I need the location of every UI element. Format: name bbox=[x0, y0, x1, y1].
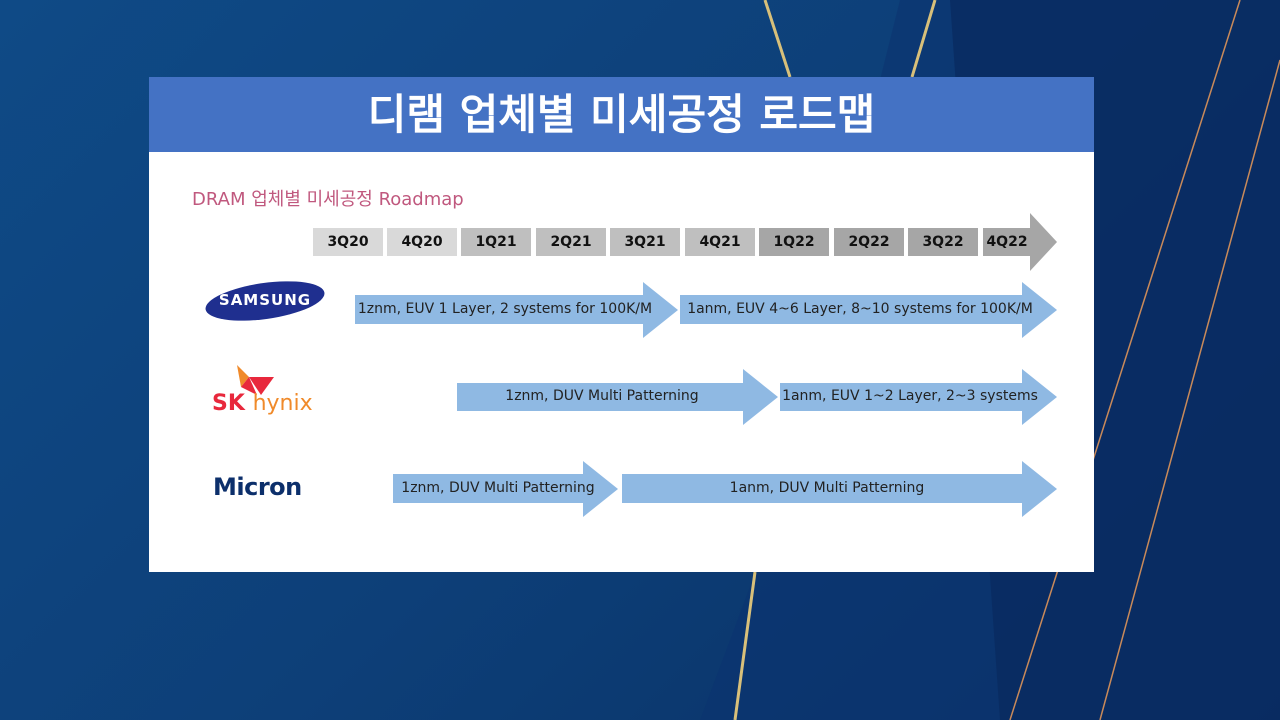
skhynix-phase-1-label: 1znm, DUV Multi Patterning bbox=[505, 388, 699, 404]
samsung-phase-2-label: 1anm, EUV 4~6 Layer, 8~10 systems for 10… bbox=[687, 301, 1033, 317]
hynix-text: hynix bbox=[252, 391, 313, 416]
quarter-3q22: 3Q22 bbox=[908, 228, 978, 256]
quarter-3q21: 3Q21 bbox=[610, 228, 680, 256]
slide-panel: 디램 업체별 미세공정 로드맵 DRAM 업체별 미세공정 Roadmap 3Q… bbox=[149, 77, 1094, 572]
subtitle: DRAM 업체별 미세공정 Roadmap bbox=[192, 189, 464, 210]
micron-logo: Micron bbox=[213, 473, 302, 501]
micron-phase-2-arrow bbox=[622, 461, 1057, 517]
quarter-4q21: 4Q21 bbox=[685, 228, 755, 256]
samsung-phase-1-arrow bbox=[355, 282, 678, 338]
skhynix-phase-2-arrow bbox=[780, 369, 1057, 425]
quarter-2q21: 2Q21 bbox=[536, 228, 606, 256]
samsung-logo: SAMSUNG bbox=[218, 291, 312, 309]
quarter-4q20: 4Q20 bbox=[387, 228, 457, 256]
quarter-4q22: 4Q22 bbox=[983, 228, 1031, 256]
skhynix-butterfly-icon bbox=[237, 365, 274, 395]
samsung-phase-1-label: 1znm, EUV 1 Layer, 2 systems for 100K/M bbox=[357, 301, 653, 317]
quarter-1q22: 1Q22 bbox=[759, 228, 829, 256]
micron-phase-1-label: 1znm, DUV Multi Patterning bbox=[401, 480, 595, 496]
quarter-1q21: 1Q21 bbox=[461, 228, 531, 256]
skhynix-logo: SK hynix bbox=[212, 391, 313, 416]
micron-phase-1-arrow bbox=[393, 461, 618, 517]
sk-text: SK bbox=[212, 391, 245, 416]
samsung-logo-ellipse bbox=[205, 281, 325, 321]
skhynix-phase-1-arrow bbox=[457, 369, 778, 425]
quarter-3q20: 3Q20 bbox=[313, 228, 383, 256]
skhynix-phase-2-label: 1anm, EUV 1~2 Layer, 2~3 systems bbox=[782, 388, 1038, 404]
quarter-2q22: 2Q22 bbox=[834, 228, 904, 256]
timeline-graphics bbox=[205, 213, 1057, 517]
samsung-phase-2-arrow bbox=[680, 282, 1057, 338]
micron-phase-2-label: 1anm, DUV Multi Patterning bbox=[729, 480, 925, 496]
page-title: 디램 업체별 미세공정 로드맵 bbox=[149, 77, 1094, 152]
